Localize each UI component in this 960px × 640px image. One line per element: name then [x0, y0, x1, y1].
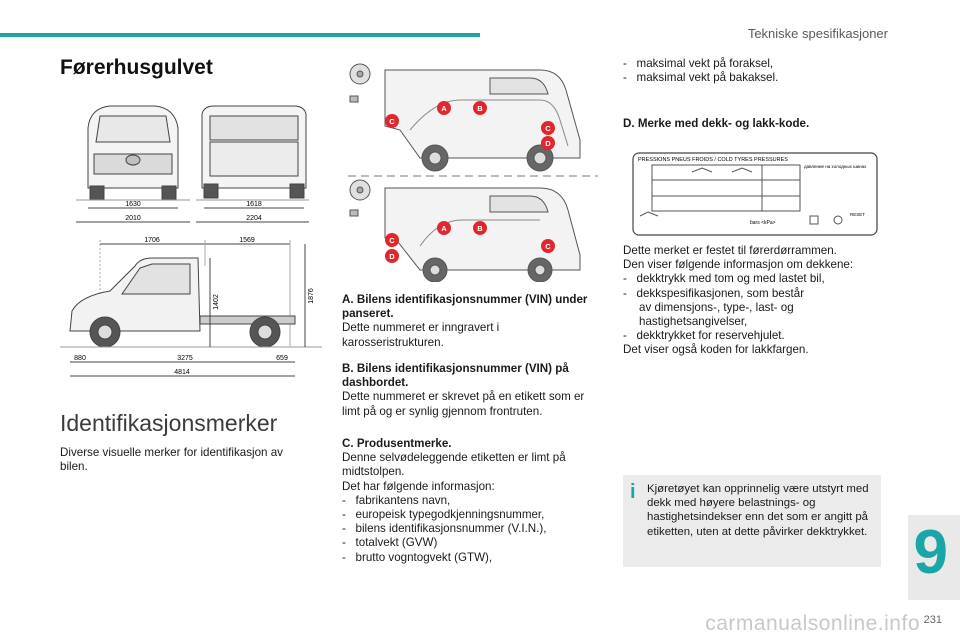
- marker-a-2: A: [441, 224, 447, 233]
- list-item: - totalvekt (GVW): [342, 536, 438, 550]
- list-item: - bilens identifikasjonsnummer (V.I.N.),: [342, 522, 547, 536]
- label-lang: давление на холодных шинах: [804, 164, 867, 169]
- marker-d-1: D: [545, 139, 551, 148]
- marker-b-2: B: [477, 224, 483, 233]
- label-title: PRESSIONS PNEUS FROIDS / COLD TYRES PRES…: [638, 157, 788, 163]
- van-side-diagram: 1706 1569 1402 1876 880 3275 659 4814: [60, 237, 322, 377]
- marker-d-2: D: [389, 252, 395, 261]
- marker-c-4: C: [545, 242, 551, 251]
- dim-rear-overhang: 659: [276, 355, 288, 362]
- chapter-number: 9: [913, 518, 948, 587]
- section-b: B. Bilens identifikasjonsnummer (VIN) på…: [342, 362, 602, 419]
- list-item: - maksimal vekt på bakaksel.: [623, 71, 779, 85]
- section-c-title: C. Produsentmerke.: [342, 437, 452, 450]
- dim-front-overhang: 880: [74, 355, 86, 362]
- van-front-rear-diagram: 1630 2010 1618 2204: [76, 105, 309, 223]
- section-a: A. Bilens identifikasjonsnummer (VIN) un…: [342, 293, 602, 350]
- marker-a-1: A: [441, 104, 447, 113]
- chapter-tab: [908, 515, 960, 600]
- label-reset: RESET: [850, 212, 865, 217]
- dim-cab-height: 1402: [213, 294, 220, 310]
- list-item: - brutto vogntogvekt (GTW),: [342, 550, 493, 564]
- section-a-title: A. Bilens identifikasjonsnummer (VIN) un…: [342, 293, 588, 321]
- section-heading: Identifikasjonsmerker: [60, 410, 278, 436]
- weights-list: - maksimal vekt på foraksel, - maksimal …: [623, 57, 883, 85]
- list-item-continuation: av dimensjons-, type-, last- og: [639, 300, 794, 314]
- page-heading: Førerhusgulvet: [60, 56, 213, 79]
- tyre-pressure-label: PRESSIONS PNEUS FROIDS / COLD TYRES PRES…: [632, 152, 878, 236]
- section-c: C. Produsentmerke. Denne selvødeleggende…: [342, 437, 602, 565]
- label-description: Dette merket er festet til førerdørramme…: [623, 244, 883, 358]
- dim-rear-track: 1618: [246, 201, 262, 208]
- section-a-text: Dette nummeret er inngravert i karosseri…: [342, 321, 500, 349]
- dim-wheelbase: 3275: [177, 355, 193, 362]
- section-b-title: B. Bilens identifikasjonsnummer (VIN) på…: [342, 362, 569, 390]
- dim-platform-length: 1569: [239, 237, 255, 244]
- section-c-text2: Det har følgende informasjon:: [342, 479, 495, 493]
- label-text-3: Det viser også koden for lakkfargen.: [623, 343, 809, 357]
- list-item: - europeisk typegodkjenningsnummer,: [342, 508, 545, 522]
- dim-total-length: 4814: [174, 369, 190, 376]
- list-item: - fabrikantens navn,: [342, 493, 451, 507]
- dim-rear-width: 2204: [246, 215, 262, 222]
- section-c-text: Denne selvødeleggende etiketten er limt …: [342, 451, 566, 479]
- list-item: - maksimal vekt på foraksel,: [623, 57, 774, 70]
- header-bar: [0, 33, 480, 37]
- dim-front-width: 2010: [125, 215, 141, 222]
- section-b-text: Dette nummeret er skrevet på en etikett …: [342, 390, 585, 418]
- label-units: bars <kPa>: [750, 220, 776, 226]
- dim-total-height: 1876: [308, 288, 315, 304]
- info-icon: i: [630, 481, 636, 503]
- section-d-title: D. Merke med dekk- og lakk-kode.: [623, 117, 810, 130]
- marker-b-1: B: [477, 104, 483, 113]
- intro-text: Diverse visuelle merker for identifikasj…: [60, 446, 283, 474]
- list-item: - dekktrykket for reservehjulet.: [623, 329, 785, 343]
- label-text-2: Den viser følgende informasjon om dekken…: [623, 258, 854, 272]
- marker-c-2: C: [545, 124, 551, 133]
- list-item-continuation: hastighetsangivelser,: [639, 315, 748, 329]
- van-marker-diagram: A B C C D A B C D C: [348, 63, 598, 282]
- dim-cab-length: 1706: [144, 237, 160, 244]
- watermark: carmanualsonline.info: [705, 612, 920, 635]
- info-box: [623, 475, 881, 567]
- label-text-1: Dette merket er festet til førerdørramme…: [623, 244, 837, 257]
- section-title: Tekniske spesifikasjoner: [747, 26, 888, 41]
- info-text: Kjøretøyet kan opprinnelig være utstyrt …: [647, 483, 869, 538]
- marker-c-1: C: [389, 117, 395, 126]
- list-item: - dekkspesifikasjonen, som består: [623, 286, 805, 300]
- dim-front-track: 1630: [125, 201, 141, 208]
- list-item: - dekktrykk med tom og med lastet bil,: [623, 272, 825, 286]
- page-number: 231: [923, 614, 942, 626]
- marker-c-3: C: [389, 236, 395, 245]
